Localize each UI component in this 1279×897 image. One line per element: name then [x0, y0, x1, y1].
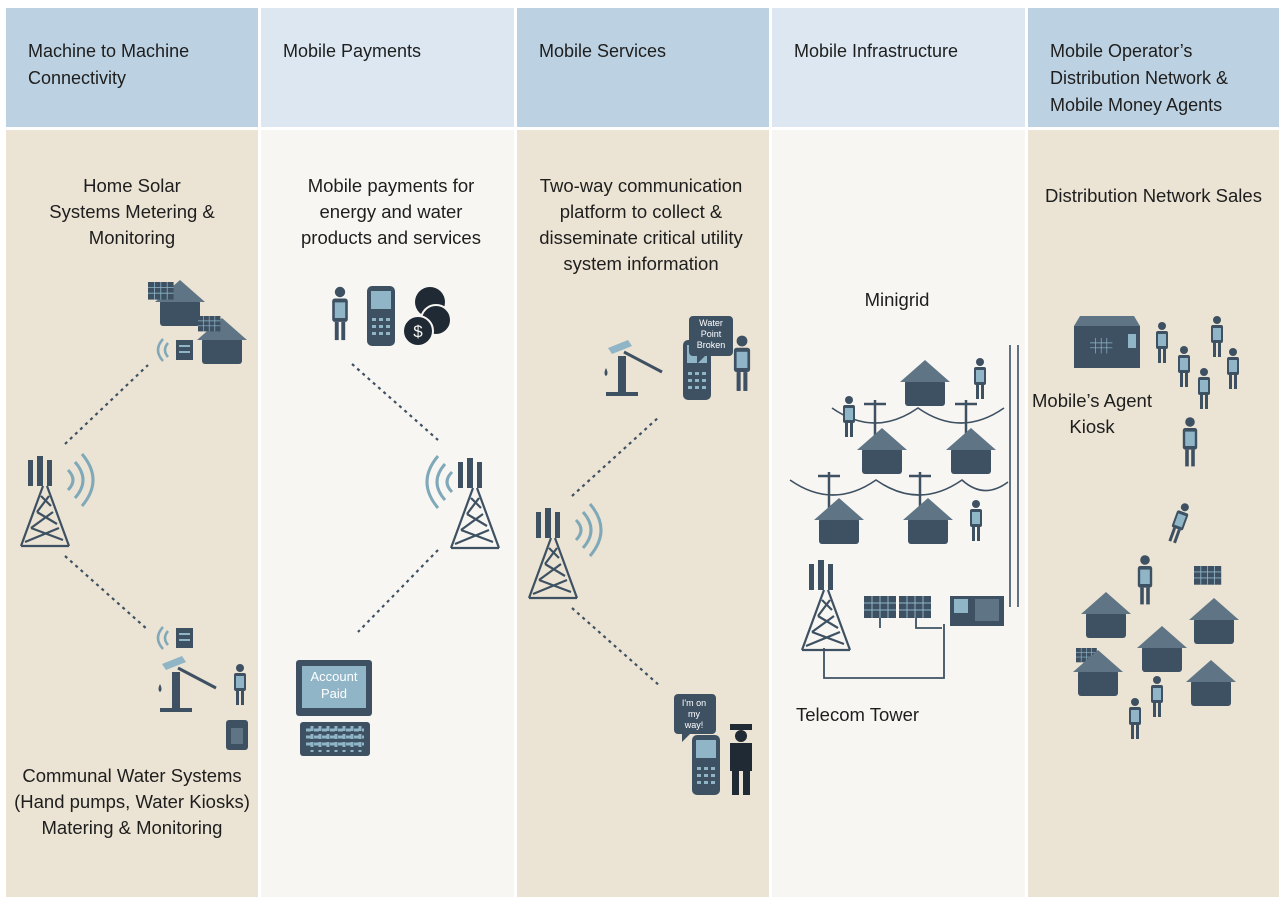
caption-agent-kiosk: Mobile’s Agent Kiosk: [1032, 390, 1152, 437]
coins-icon: $: [402, 287, 452, 347]
speech-bubble-icon: I'm on my way!: [674, 694, 716, 742]
column-mobile-payments: Mobile Payments Mobile payments for ener…: [261, 8, 514, 897]
column-mobile-infrastructure: Mobile Infrastructure Minigrid Telecom T…: [772, 8, 1025, 897]
caption-communal-water: Communal Water Systems (Hand pumps, Wate…: [14, 765, 250, 838]
caption-minigrid: Minigrid: [864, 289, 930, 310]
phone-icon: [367, 286, 395, 346]
signal-waves-icon: [425, 455, 454, 509]
tower-icon: [527, 506, 579, 600]
caption-home-solar: Home Solar Systems Metering & Monitoring: [49, 175, 215, 248]
caption-mobile-payments: Mobile payments for energy and water pro…: [301, 175, 481, 248]
water-pump-icon: [603, 338, 664, 398]
column-body: [6, 130, 258, 897]
svg-text:Point: Point: [701, 329, 722, 339]
column-body: [261, 130, 514, 897]
column-distribution: Mobile Operator’s Distribution Network &…: [1028, 8, 1279, 897]
computer-icon: [296, 660, 372, 756]
dotted-link: [351, 363, 439, 441]
worker-person-icon: [733, 335, 751, 391]
caption-two-way: Two-way communication platform to collec…: [539, 175, 743, 274]
column-body: [1028, 130, 1279, 897]
agent-kiosk-icon: [1074, 316, 1140, 368]
svg-text:I'm on: I'm on: [682, 698, 706, 708]
caption-telecom-tower: Telecom Tower: [796, 704, 920, 725]
dotted-link: [64, 555, 149, 631]
column-header: Mobile Operator’s Distribution Network &…: [1028, 8, 1279, 127]
caption-distribution-sales: Distribution Network Sales: [1045, 185, 1262, 206]
payment-person-icon: [332, 286, 348, 341]
column-m2m: Machine to Machine Connectivity Home Sol…: [6, 8, 258, 897]
svg-text:$: $: [413, 322, 423, 341]
tower-icon: [449, 456, 501, 550]
water-pump-icon: [156, 626, 248, 750]
solar-array-icon: [823, 595, 1004, 679]
dotted-link: [357, 549, 439, 633]
column-header: Mobile Infrastructure: [772, 8, 1025, 127]
dotted-link: [571, 607, 661, 687]
signal-waves-icon: [574, 503, 603, 557]
solar-home-icon: [147, 280, 247, 364]
svg-text:Water: Water: [699, 318, 723, 328]
dotted-link: [571, 415, 661, 497]
column-header: Mobile Services: [517, 8, 769, 127]
signal-waves-icon: [66, 453, 95, 507]
tower-icon: [800, 558, 852, 652]
column-body: [772, 130, 1025, 897]
tower-icon: [19, 454, 71, 548]
svg-text:my: my: [688, 709, 700, 719]
column-header: Mobile Payments: [261, 8, 514, 127]
computer-screen-text: Account Paid: [310, 669, 358, 701]
crowd-icon: [1073, 316, 1239, 739]
column-header: Machine to Machine Connectivity: [6, 8, 258, 127]
minigrid-icon: [789, 345, 1019, 607]
technician-person-icon: [730, 724, 752, 795]
speech-bubble-icon: Water Point Broken: [689, 316, 733, 364]
dotted-link: [64, 364, 149, 445]
svg-text:way!: way!: [684, 720, 704, 730]
svg-text:Broken: Broken: [697, 340, 726, 350]
phone-icon: [692, 735, 720, 795]
